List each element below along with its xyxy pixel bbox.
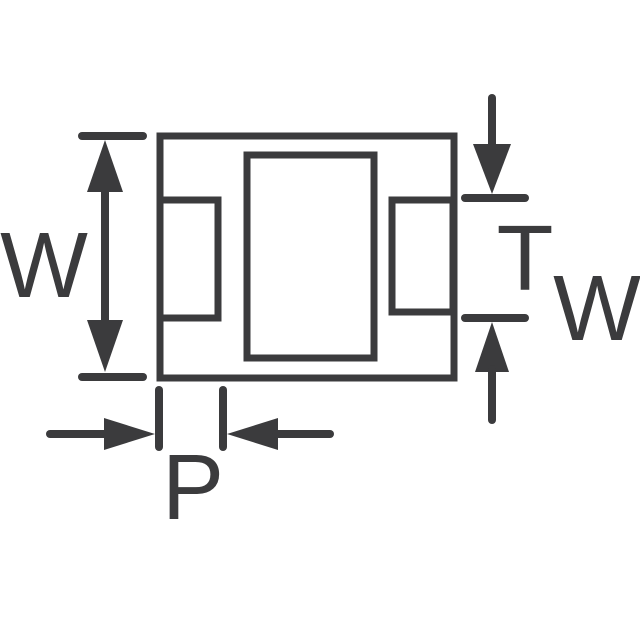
terminal-width-label: W — [553, 256, 640, 360]
arrow-up-icon — [87, 140, 123, 192]
arrow-right-icon — [104, 418, 155, 450]
body-width-label: W — [0, 213, 88, 317]
terminal-thickness-label: T — [497, 206, 554, 310]
center-electrode-outline — [243, 151, 378, 362]
body-width-dimension: W — [0, 132, 147, 381]
arrow-down-icon — [473, 144, 511, 194]
arrow-up-icon — [475, 322, 509, 372]
package-body-outline — [156, 132, 458, 382]
arrow-down-icon — [87, 320, 123, 372]
pitch-label: P — [162, 435, 224, 539]
arrow-left-icon — [227, 418, 278, 450]
terminal-width-dimension: T W — [461, 94, 640, 424]
pitch-dimension: P — [46, 386, 334, 539]
right-terminal-outline — [388, 196, 457, 316]
package-outlines — [156, 132, 458, 382]
left-terminal-outline — [156, 196, 222, 322]
